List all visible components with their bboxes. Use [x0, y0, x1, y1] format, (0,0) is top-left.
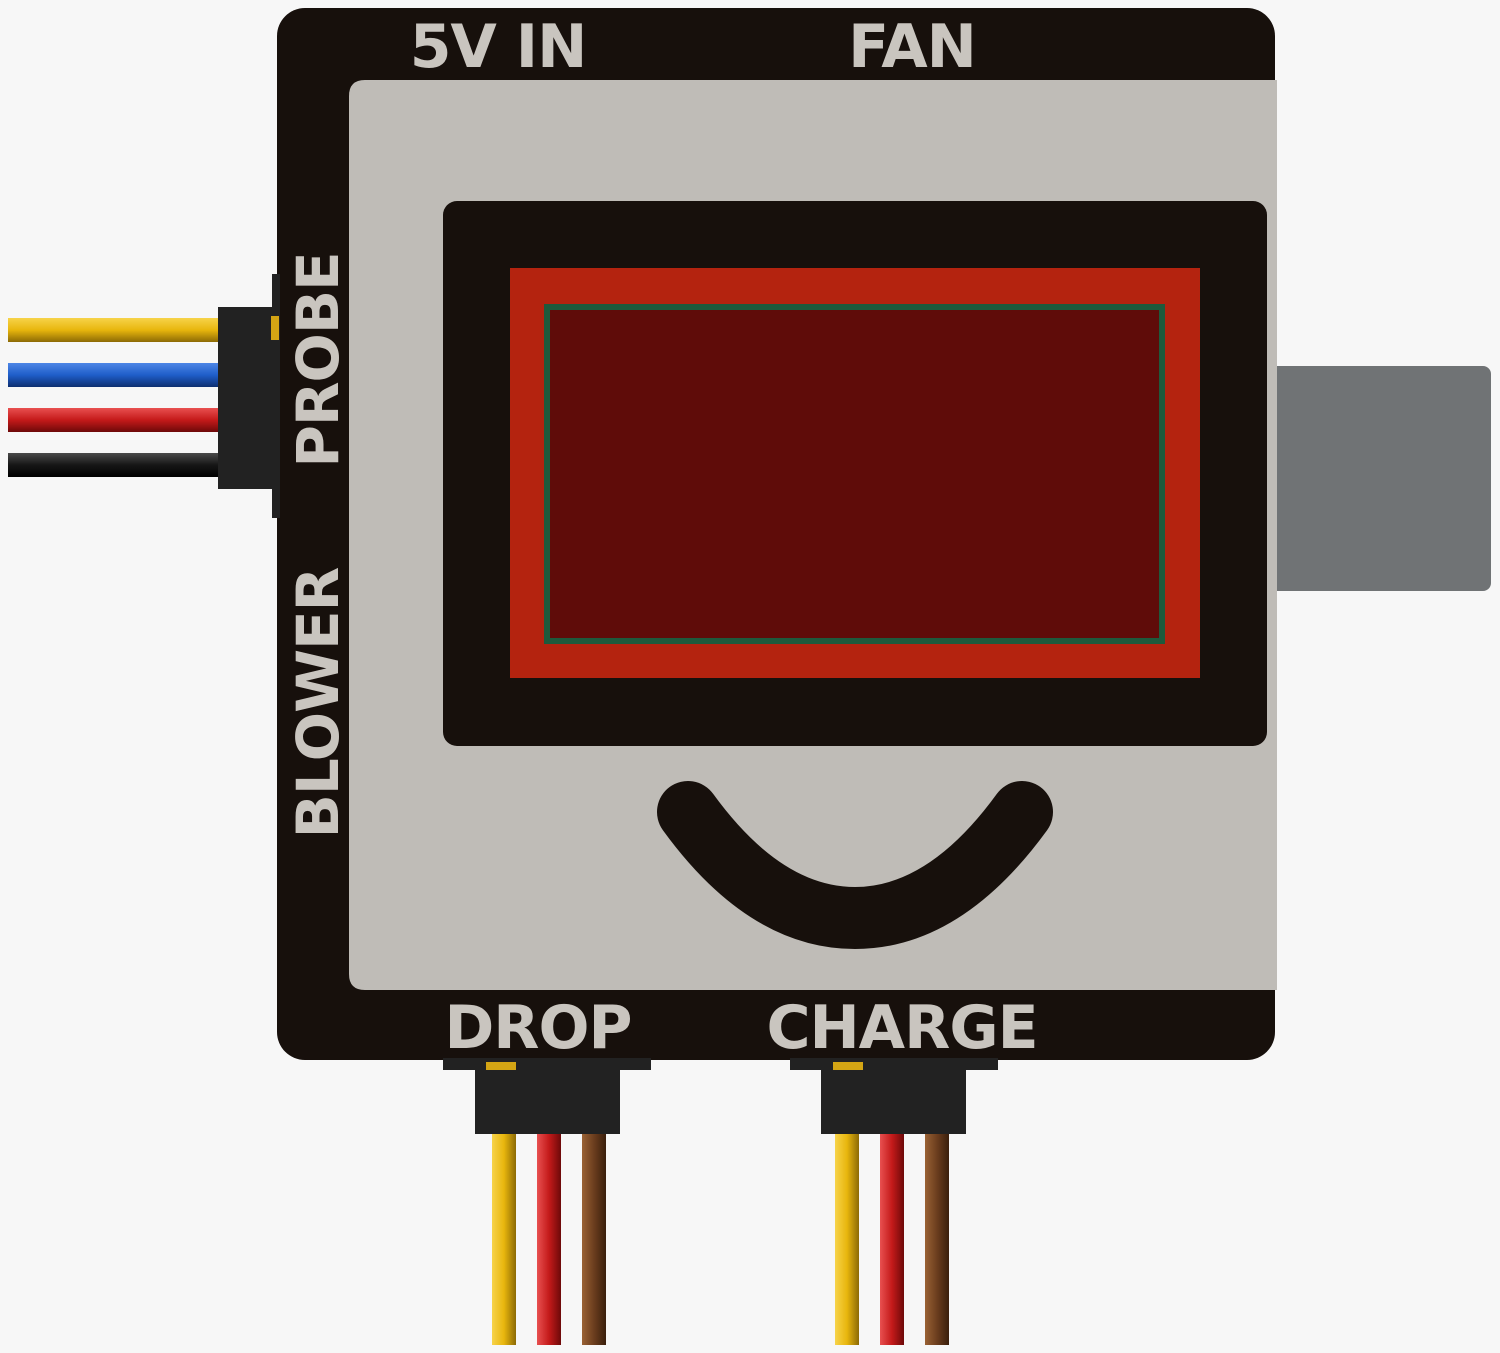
drop-connector-housing — [475, 1066, 620, 1134]
charge-connector — [790, 1058, 998, 1345]
probe-wire-blue — [8, 363, 222, 387]
probe-wire-red — [8, 408, 222, 432]
label-5v-in: 5V IN — [410, 12, 587, 82]
charge-wire-brown — [925, 1132, 949, 1345]
drop-pin-marker — [486, 1062, 516, 1070]
probe-wire-black — [8, 453, 222, 477]
drop-wire-yellow — [492, 1132, 516, 1345]
charge-wire-yellow — [835, 1132, 859, 1345]
drop-connector — [443, 1058, 651, 1345]
drop-wire-brown — [582, 1132, 606, 1345]
probe-connector-housing — [218, 307, 278, 489]
drop-wire-red — [537, 1132, 561, 1345]
probe-connector — [8, 274, 280, 518]
probe-wire-yellow — [8, 318, 222, 342]
charge-pin-marker — [833, 1062, 863, 1070]
label-blower: BLOWER — [284, 567, 352, 838]
probe-pin-marker — [271, 316, 279, 340]
usb-port — [1265, 366, 1491, 591]
label-drop: DROP — [445, 993, 632, 1063]
smile-mark — [657, 781, 1053, 950]
label-fan: FAN — [848, 12, 976, 82]
charge-connector-housing — [821, 1066, 966, 1134]
label-probe: PROBE — [284, 252, 352, 467]
label-charge: CHARGE — [766, 993, 1037, 1063]
display-screen — [544, 304, 1165, 644]
probe-connector-flange — [272, 274, 280, 518]
charge-wire-red — [880, 1132, 904, 1345]
